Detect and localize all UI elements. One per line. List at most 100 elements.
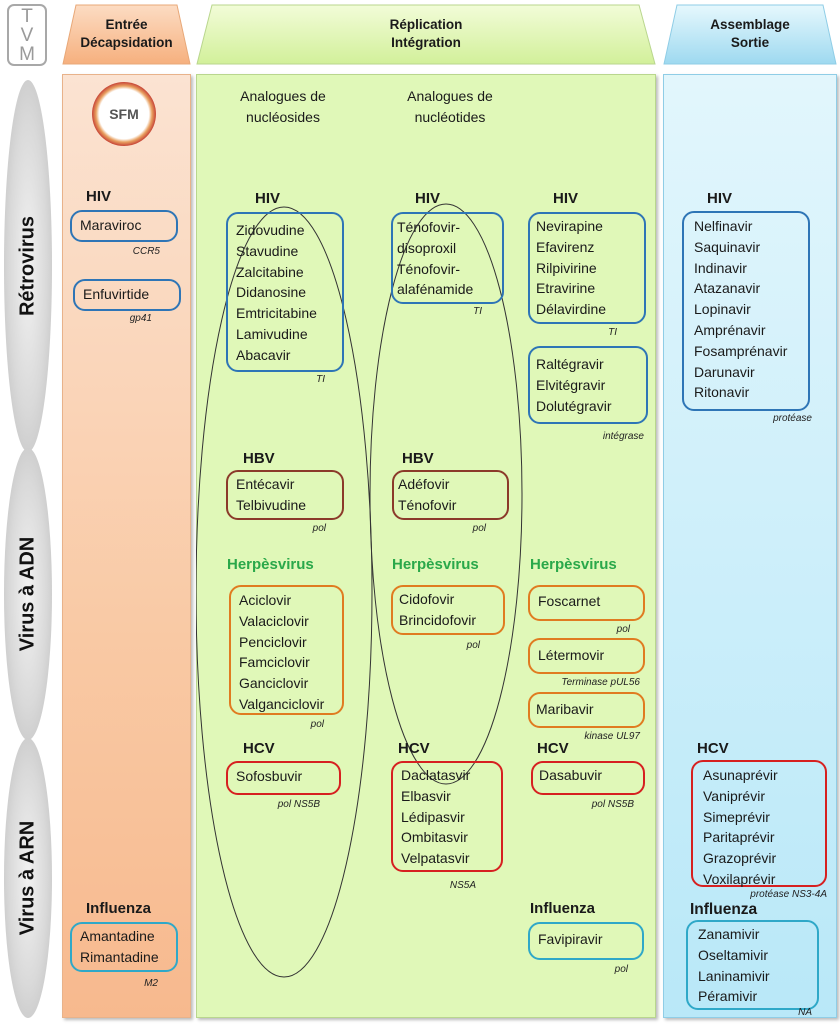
drug-name: Ténofovir <box>398 496 457 513</box>
drug-name: Vaniprévir <box>703 787 765 804</box>
tvm-logo-letter: T <box>21 5 33 27</box>
target-label: CCR5 <box>132 246 160 257</box>
drug-name: Didanosine <box>236 284 307 301</box>
drug-group-enfuvirtide: Enfuvirtide <box>73 279 181 311</box>
drug-name: Dasabuvir <box>539 767 603 783</box>
drug-name: Simeprévir <box>703 808 770 825</box>
virus-label-herpesvirus: Herpèsvirus <box>530 556 617 573</box>
drug-name: disoproxil <box>397 239 457 256</box>
target-label: M2 <box>144 978 158 989</box>
drug-name: Efavirenz <box>536 238 595 255</box>
drug-name: Elbasvir <box>401 787 451 804</box>
drug-name: Foscarnet <box>538 593 601 609</box>
drug-name: Maribavir <box>536 701 594 717</box>
drug-name: Péramivir <box>698 988 758 1005</box>
phase-header-assembly: Assemblage Sortie <box>663 4 837 65</box>
drug-name: Enfuvirtide <box>83 286 150 302</box>
virus-label-hcv: HCV <box>243 740 275 757</box>
drug-name: Asunaprévir <box>703 767 778 783</box>
ellipse-nucleosides <box>196 206 373 978</box>
target-label: pol <box>310 719 324 730</box>
virus-label-influenza: Influenza <box>86 900 152 917</box>
virus-label-hiv: HIV <box>255 190 281 207</box>
drug-name: Lopinavir <box>694 301 751 318</box>
drug-name: Saquinavir <box>694 238 761 255</box>
drug-name: Famciclovir <box>239 654 310 671</box>
drug-name: Zidovudine <box>236 222 305 238</box>
ellipse-nucleotides <box>369 203 523 785</box>
tvm-logo-letter: M <box>19 43 35 65</box>
drug-name: Létermovir <box>538 647 605 663</box>
virus-label-hbv: HBV <box>243 450 275 467</box>
drug-name: Nelfinavir <box>694 218 753 234</box>
virus-label-herpesvirus: Herpèsvirus <box>227 556 314 573</box>
drug-group-herpes-nucleotides: Cidofovir Brincidofovir <box>391 585 505 635</box>
drug-name: Fosamprénavir <box>694 342 788 359</box>
virus-label-hcv: HCV <box>697 740 729 757</box>
target-label: TI <box>608 327 617 338</box>
drug-group-herpes-nucleosides: Aciclovir Valaciclovir Penciclovir Famci… <box>229 585 344 715</box>
target-label: pol <box>472 523 486 534</box>
drug-name: Nevirapine <box>536 218 603 234</box>
panel-replication <box>196 74 656 1018</box>
phase-header-entry: Entrée Décapsidation <box>62 4 191 65</box>
target-label: pol <box>616 624 630 635</box>
drug-name: Zalcitabine <box>236 263 304 280</box>
drug-name: Oseltamivir <box>698 946 769 963</box>
drug-group-foscarnet: Foscarnet <box>528 585 645 621</box>
drug-name: Aciclovir <box>239 592 292 608</box>
virus-family-label: Virus à ADN <box>16 536 39 652</box>
target-label: protéase NS3-4A <box>750 889 827 900</box>
target-label: NS5A <box>449 880 476 891</box>
target-label: pol <box>466 640 480 651</box>
drug-group-maribavir: Maribavir <box>528 692 645 728</box>
drug-name: Sofosbuvir <box>236 768 303 784</box>
virus-label-herpesvirus: Herpèsvirus <box>392 556 479 573</box>
virus-label-hiv: HIV <box>553 190 579 207</box>
drug-name: Ganciclovir <box>239 675 309 692</box>
drug-name: Ombitasvir <box>401 829 468 846</box>
drug-group-m2: Amantadine Rimantadine <box>70 922 178 972</box>
phase-title: Assemblage Sortie <box>710 17 790 50</box>
drug-name: Adéfovir <box>398 476 450 492</box>
drug-group-hiv-nnrti: Nevirapine Efavirenz Rilpivirine Etravir… <box>528 212 646 324</box>
virus-family-label: Rétrovirus <box>16 215 39 317</box>
drug-group-dasabuvir: Dasabuvir <box>531 761 645 795</box>
drug-name: Valaciclovir <box>239 612 309 629</box>
sfm-logo-text: SFM <box>109 106 139 122</box>
drug-name: Etravirine <box>536 280 596 297</box>
spindle-shape <box>4 80 52 452</box>
drug-group-hiv-protease: Nelfinavir Saquinavir Indinavir Atazanav… <box>682 211 810 411</box>
target-label: pol NS5B <box>591 799 634 810</box>
column-title-nucleosides: Analogues de nucléosides <box>240 88 326 125</box>
drug-group-hbv-nucleotides: Adéfovir Ténofovir <box>392 470 509 520</box>
drug-group-hcv-protease: Asunaprévir Vaniprévir Simeprévir Parita… <box>691 760 827 887</box>
drug-name: Favipiravir <box>538 931 603 947</box>
target-label: kinase UL97 <box>584 731 640 742</box>
drug-name: Dolutégravir <box>536 397 612 414</box>
drug-name: Penciclovir <box>239 633 307 650</box>
target-label: pol <box>614 964 628 975</box>
tvm-logo-letter: V <box>20 24 34 46</box>
drug-group-favipiravir: Favipiravir <box>528 922 644 960</box>
drug-group-letermovir: Létermovir <box>528 638 645 674</box>
phase-header-shape <box>663 4 837 65</box>
target-label: pol NS5B <box>277 799 320 810</box>
target-label: protéase <box>773 413 812 424</box>
drug-name: Maraviroc <box>80 217 142 233</box>
drug-name: Telbivudine <box>236 496 307 513</box>
drug-name: Elvitégravir <box>536 376 606 393</box>
virus-label-hiv: HIV <box>415 190 441 207</box>
virus-label-influenza: Influenza <box>530 900 596 917</box>
sfm-logo: SFM <box>92 82 156 146</box>
drug-group-hiv-nucleotides: Ténofovir- disoproxil Ténofovir- alaféna… <box>391 212 504 304</box>
virus-label-hiv: HIV <box>707 190 733 207</box>
drug-group-maraviroc: Maraviroc <box>70 210 178 242</box>
phase-header-shape <box>196 4 656 65</box>
virus-family-rna: Virus à ARN <box>4 738 52 1018</box>
virus-family-retrovirus: Rétrovirus <box>4 80 52 452</box>
phase-title: Entrée Décapsidation <box>80 17 173 50</box>
virus-label-hbv: HBV <box>402 450 434 467</box>
drug-name: Entécavir <box>236 476 295 492</box>
drug-name: Valganciclovir <box>239 695 325 712</box>
